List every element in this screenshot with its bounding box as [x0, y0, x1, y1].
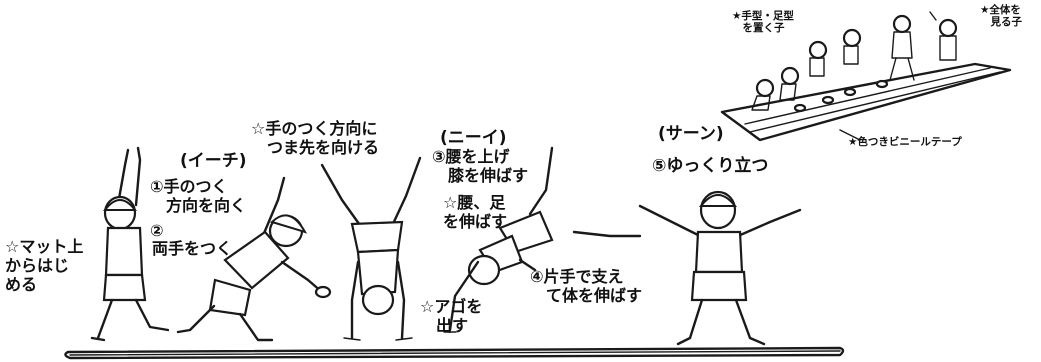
count-saan: (サーン): [658, 124, 724, 144]
label-step5: ⑤ゆっくり立つ: [652, 156, 769, 176]
count-nii: (ニーイ): [440, 128, 507, 148]
label-inset-observer: ★全体を 見る子: [980, 4, 1022, 29]
label-step3: ③腰を上げ 膝を伸ばす: [432, 147, 529, 185]
label-hip-tip: ☆腰、足 を伸ばす: [443, 193, 508, 231]
label-step4: ④片手で支え て体を伸ばす: [530, 267, 643, 305]
label-inset-tape: ★色つきビニールテープ: [848, 136, 962, 148]
inset-children: [751, 11, 958, 111]
label-step1: ①手のつく 方向を向く: [150, 177, 247, 215]
hand-foot-markers: [793, 79, 889, 113]
label-start: ☆マット上 からはじ める: [5, 237, 84, 294]
label-step2: 両手をつく: [152, 239, 233, 258]
tape-leader-line: [839, 129, 861, 141]
label-inset-marker: ★手型・足型 を置く子: [732, 10, 794, 35]
inset-scene: [720, 11, 1012, 142]
figure-start-pose: [90, 146, 170, 342]
label-step2-number: ②: [150, 221, 164, 240]
figure-handstand-pose: [320, 156, 422, 341]
label-toe-tip: ☆手のつく方向に つま先を向ける: [251, 119, 380, 157]
mat: [64, 346, 845, 360]
count-ichi: (イーチ): [180, 151, 247, 171]
figure-standing-pose: [638, 190, 802, 346]
figure-hands-down-pose: [176, 176, 332, 342]
figure-one-hand-pose: [443, 146, 642, 333]
label-chin-tip: ☆アゴを 出す: [420, 297, 483, 335]
